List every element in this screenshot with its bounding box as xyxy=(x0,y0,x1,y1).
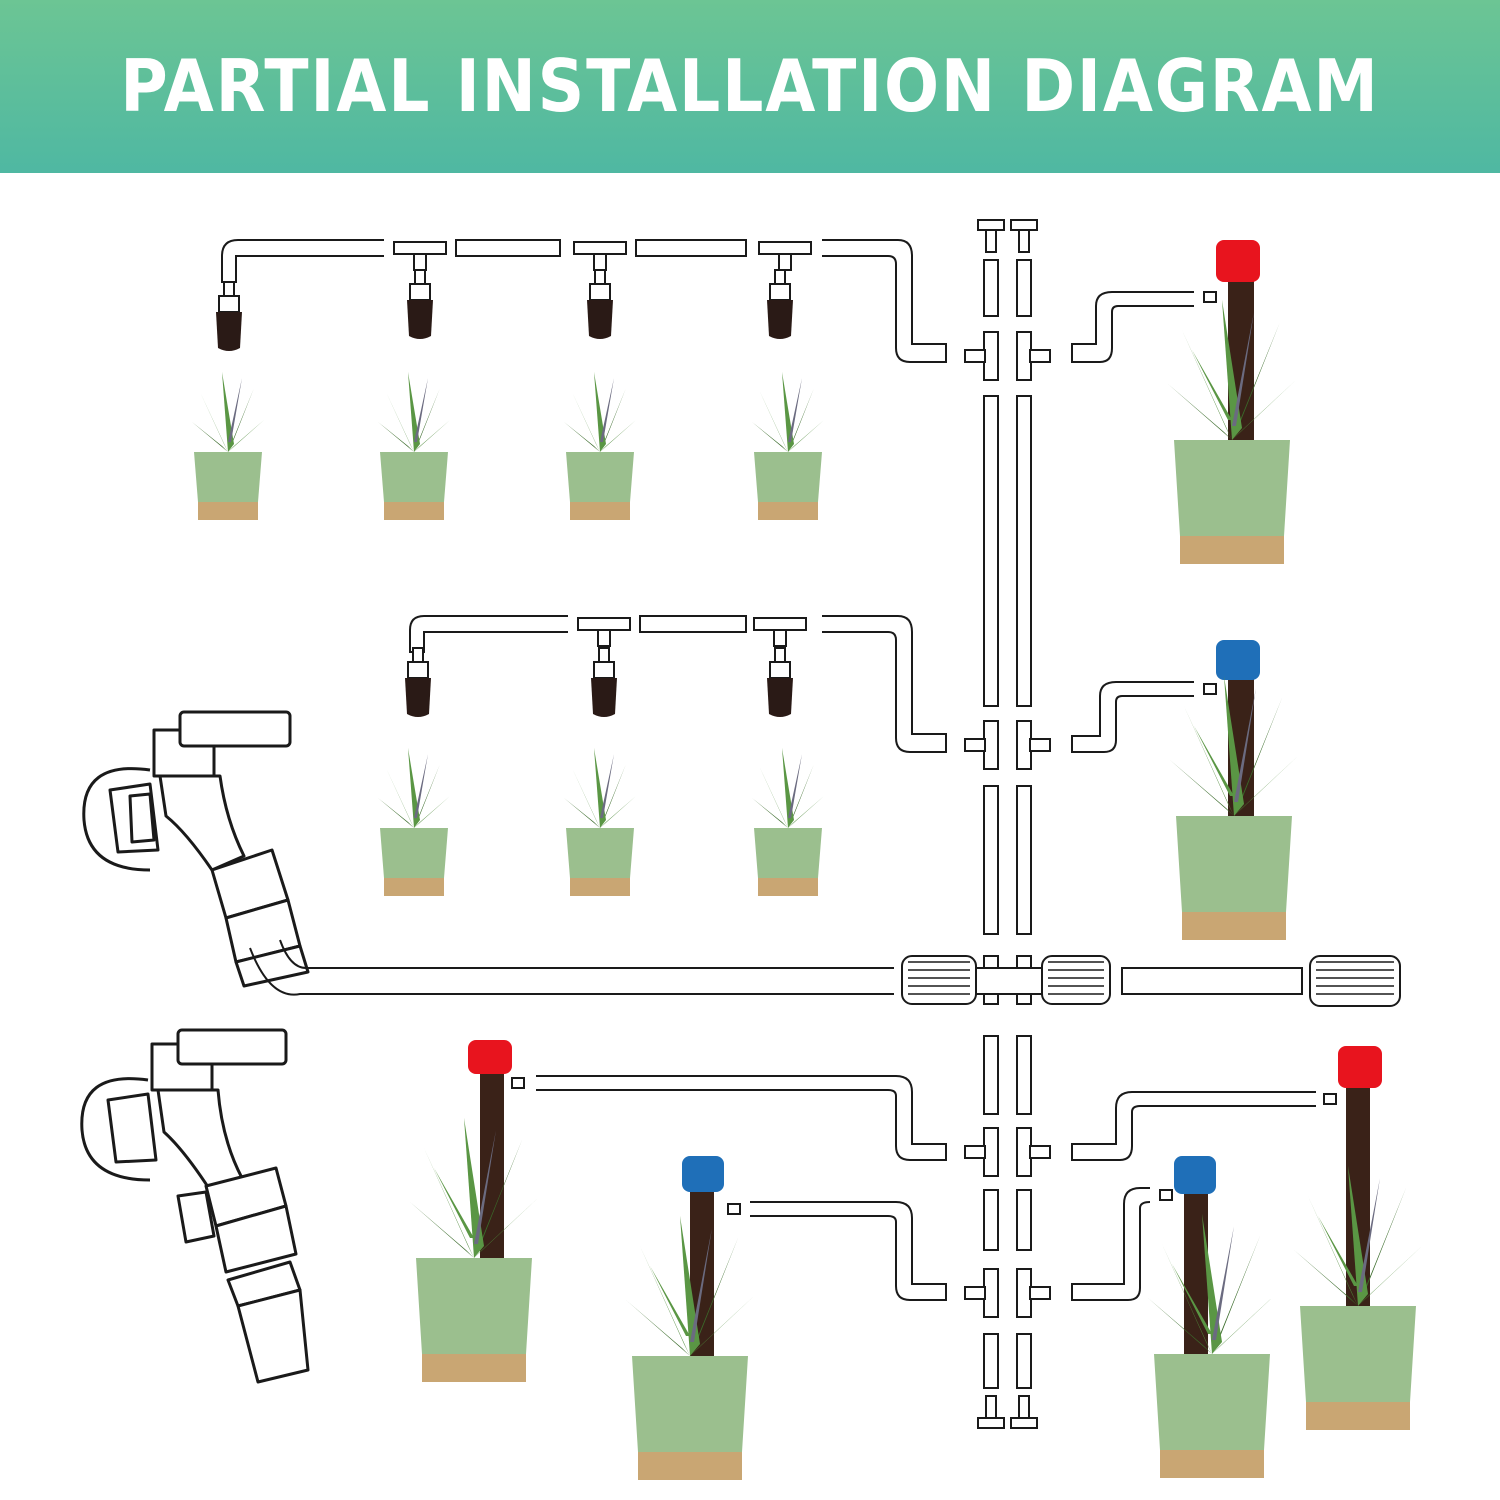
stake-plant-red-lower-left xyxy=(410,1040,538,1382)
header-banner: PARTIAL INSTALLATION DIAGRAM xyxy=(0,0,1500,173)
riser-tee-connectors xyxy=(964,331,1051,1318)
faucet-with-quick-connector xyxy=(80,1028,310,1384)
outlet-hose xyxy=(1121,967,1303,995)
main-splitter-connector xyxy=(901,955,1111,1005)
lower-right-tubing xyxy=(1071,1091,1316,1301)
middle-branch-tubing xyxy=(409,615,1194,753)
diagram-title: PARTIAL INSTALLATION DIAGRAM xyxy=(120,44,1380,128)
riser-end-plugs xyxy=(977,219,1038,1429)
stake-plant-blue-middle xyxy=(1170,640,1298,940)
middle-branch-drippers xyxy=(404,647,794,718)
faucet-with-threaded-adapter xyxy=(82,710,310,988)
lower-left-tubing xyxy=(536,1075,947,1301)
stake-plant-red-lower-right xyxy=(1294,1046,1422,1430)
installation-diagram xyxy=(80,219,1422,1480)
top-branch-drippers xyxy=(215,269,794,352)
stake-plant-blue-lower-right xyxy=(1148,1156,1276,1478)
hose-end-cap xyxy=(1309,955,1401,1007)
top-branch-plants xyxy=(192,372,824,520)
stake-plant-blue-lower-left xyxy=(626,1156,754,1480)
stake-plant-red-top xyxy=(1168,240,1296,564)
top-branch-tubing xyxy=(221,239,1194,363)
main-supply-hose xyxy=(249,939,894,996)
vertical-risers xyxy=(983,259,1032,1389)
middle-branch-plants xyxy=(378,748,824,896)
